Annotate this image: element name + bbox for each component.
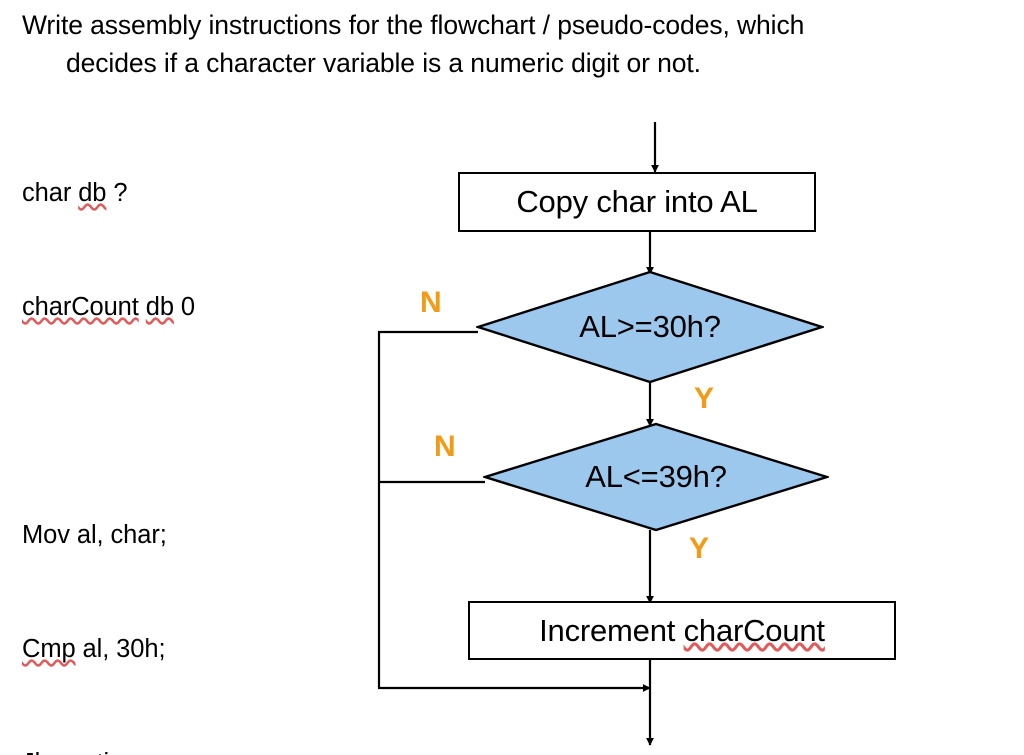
branch-label-le39h-no: N [434,430,456,463]
code-line-text: charCount db 0 [22,293,196,321]
question-text: Write assembly instructions for the flow… [22,6,1002,82]
spellcheck-underline: Jb [22,749,49,755]
spellcheck-underline: Cmp [22,635,76,663]
code-line: Mov al, char; [22,516,422,554]
code-line-text: Jb continue; [22,749,158,755]
code-line-text: char db ? [22,179,128,207]
decision-diamond-shape [483,422,829,532]
code-line: Cmp al, 30h; [22,630,422,668]
branch-label-ge30h-yes: Y [694,382,715,415]
flow-node-copy-char[interactable]: Copy char into AL [458,172,816,232]
flow-node-copy-char-label: Copy char into AL [516,184,758,219]
flow-node-check-le-39h-label: AL<=39h? [585,459,727,494]
code-line: charCount db 0 [22,288,422,326]
branch-label-ge30h-no: N [420,286,442,319]
code-line: char db ? [22,174,422,212]
branch-label-le39h-yes: Y [689,532,710,565]
question-line-1: Write assembly instructions for the flow… [22,10,805,40]
flow-node-check-ge-30h[interactable]: AL>=30h? [476,270,824,384]
spellcheck-underline: db [78,179,107,207]
spellcheck-underline: charCount [22,293,139,321]
flow-node-increment-count-label: Increment charCount [539,612,825,648]
assembly-code-listing: char db ? charCount db 0 Mov al, char; C… [22,98,422,755]
question-line-2: decides if a character variable is a num… [66,48,701,78]
code-line: Jb continue; [22,744,422,755]
decision-diamond-shape [476,270,824,384]
spellcheck-underline: db [145,293,174,321]
flow-node-check-le-39h[interactable]: AL<=39h? [483,422,829,532]
spellcheck-underline: charCount [683,612,825,648]
flow-node-increment-count[interactable]: Increment charCount [468,601,896,660]
code-line-text: Mov al, char; [22,521,167,549]
code-line-text: Cmp al, 30h; [22,635,166,663]
flow-node-check-ge-30h-label: AL>=30h? [579,309,721,344]
